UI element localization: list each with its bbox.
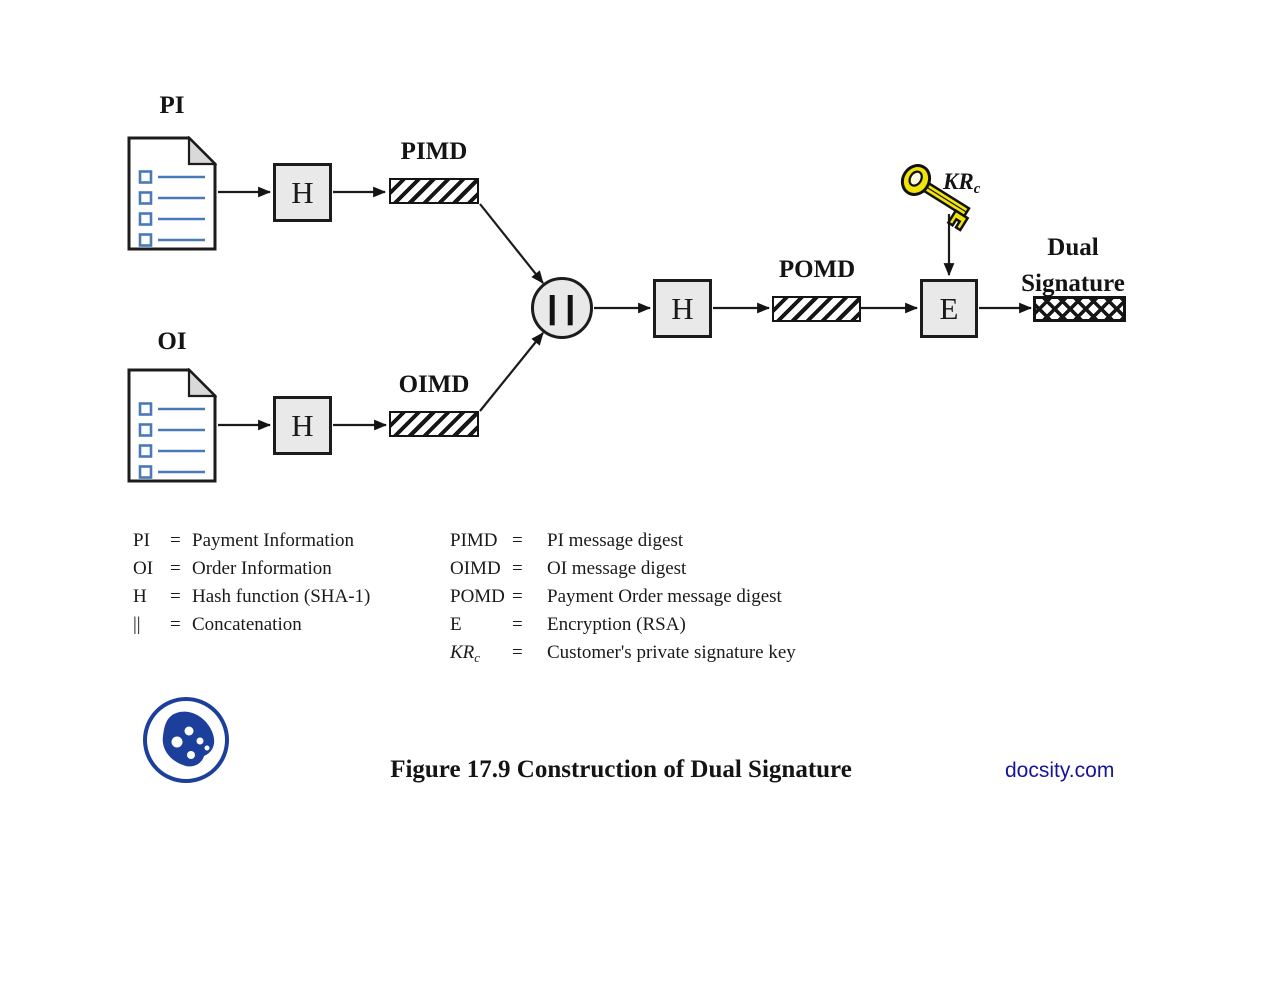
dual-signature-label: Dual Signature — [1008, 230, 1138, 302]
legend-term-krc-base: KR — [450, 642, 475, 663]
legend-equals: = — [512, 586, 523, 607]
legend-left-column: PI = Payment Information OI = Order Info… — [133, 527, 370, 639]
legend-definition: Order Information — [192, 558, 332, 579]
krc-label: KRc — [943, 169, 981, 197]
legend-term: OIMD — [450, 558, 501, 579]
docsity-logo — [143, 697, 229, 783]
figure-caption: Figure 17.9 Construction of Dual Signatu… — [390, 756, 852, 783]
legend-definition: Encryption (RSA) — [547, 614, 686, 635]
legend-equals: = — [170, 530, 181, 551]
dual-signature-line1: Dual — [1047, 234, 1099, 261]
encrypt-box: E — [920, 279, 978, 338]
krc-label-base: KR — [943, 169, 974, 194]
oimd-digest-block — [389, 411, 479, 437]
legend-term: POMD — [450, 586, 505, 607]
legend-equals: = — [512, 558, 523, 579]
legend-definition: Payment Information — [192, 530, 354, 551]
legend-term: E — [450, 614, 462, 635]
krc-label-sub: c — [973, 181, 981, 197]
pomd-label: POMD — [778, 256, 856, 283]
legend-term: || — [133, 614, 141, 635]
watermark-link[interactable]: docsity.com — [1005, 759, 1115, 782]
encrypt-box-letter: E — [939, 290, 959, 326]
legend-equals: = — [512, 530, 523, 551]
private-key-icon — [900, 164, 971, 232]
oi-label: OI — [157, 328, 187, 355]
legend-definition: Concatenation — [192, 614, 302, 635]
arrow-oimd-to-concat — [479, 332, 544, 412]
legend-equals: = — [512, 614, 523, 635]
legend-equals: = — [512, 642, 523, 663]
legend-term: PI — [133, 530, 150, 551]
concatenation-node: || — [531, 277, 593, 339]
legend-definition: OI message digest — [547, 558, 687, 579]
legend-definition: Hash function (SHA-1) — [192, 586, 371, 607]
hash-box-oi-letter: H — [291, 407, 314, 443]
legend-definition: PI message digest — [547, 530, 684, 551]
pimd-digest-block — [389, 178, 479, 204]
legend-term-krc-sub: c — [474, 650, 481, 665]
oimd-label: OIMD — [398, 371, 470, 398]
legend-equals: = — [170, 558, 181, 579]
legend-definition: Customer's private signature key — [547, 642, 796, 663]
pi-document-icon — [127, 136, 217, 251]
legend-equals: = — [170, 614, 181, 635]
hash-box-concat: H — [653, 279, 712, 338]
legend-equals: = — [170, 586, 181, 607]
legend-right-column: PIMD = PI message digest OIMD = OI messa… — [450, 527, 796, 668]
legend-term: H — [133, 586, 147, 607]
legend-term-krc: KRc — [450, 639, 512, 668]
hash-box-pi-letter: H — [291, 174, 314, 210]
dual-signature-line2: Signature — [1021, 270, 1125, 297]
legend-term: OI — [133, 558, 154, 579]
concatenation-symbol: || — [544, 290, 580, 326]
dual-signature-block — [1033, 296, 1126, 322]
legend-term: PIMD — [450, 530, 498, 551]
pimd-label: PIMD — [400, 138, 468, 165]
hash-box-concat-letter: H — [671, 290, 694, 326]
hash-box-oi: H — [273, 396, 332, 455]
hash-box-pi: H — [273, 163, 332, 222]
pomd-digest-block — [772, 296, 861, 322]
oi-document-icon — [127, 368, 217, 483]
pi-label: PI — [159, 92, 185, 119]
arrow-pimd-to-concat — [479, 203, 544, 284]
legend-definition: Payment Order message digest — [547, 586, 782, 607]
